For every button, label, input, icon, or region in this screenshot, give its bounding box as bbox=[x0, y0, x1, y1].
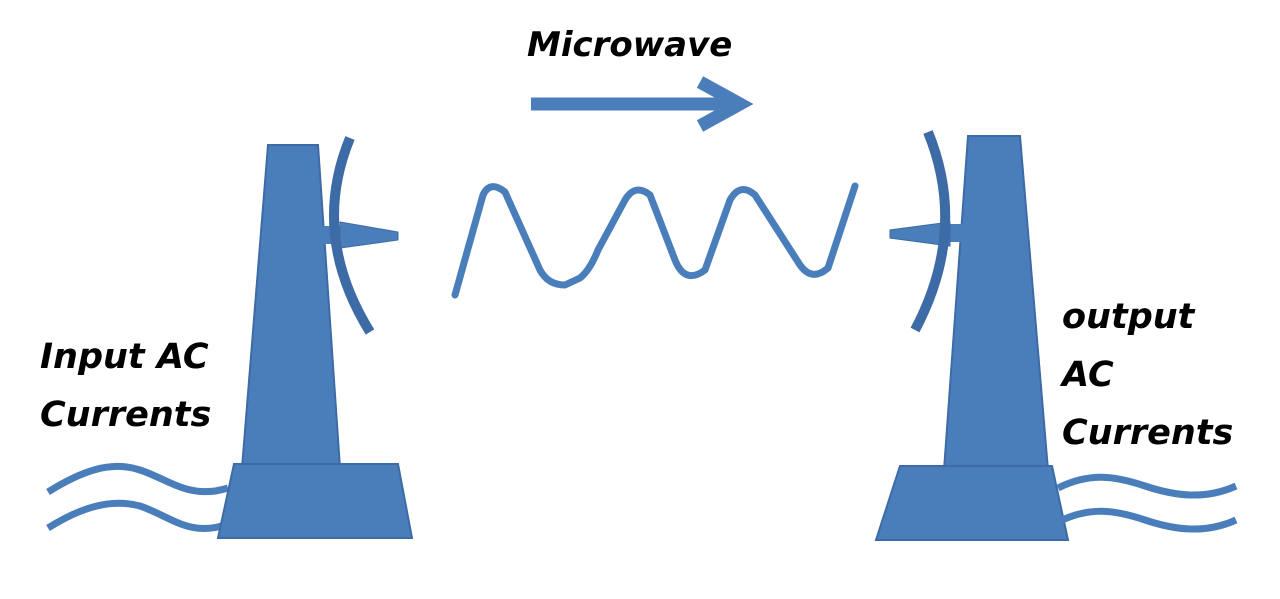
direction-arrow bbox=[531, 76, 754, 132]
receiver-tower bbox=[874, 130, 1070, 541]
transmitter-tower bbox=[216, 136, 414, 539]
microwave-label: Microwave bbox=[527, 25, 732, 65]
receiver-dish-icon bbox=[910, 130, 951, 333]
output-label-line2: AC bbox=[1059, 355, 1114, 395]
input-label-line2: Currents bbox=[40, 395, 211, 435]
output-label-line3: Currents bbox=[1062, 413, 1233, 453]
output-current-waves bbox=[1056, 473, 1238, 533]
input-current-waves bbox=[46, 462, 230, 532]
output-label-line1: output bbox=[1062, 297, 1196, 337]
input-label-line1: Input AC bbox=[40, 337, 209, 377]
microwave-wave bbox=[451, 182, 859, 299]
transmitter-dish-icon bbox=[329, 136, 375, 335]
